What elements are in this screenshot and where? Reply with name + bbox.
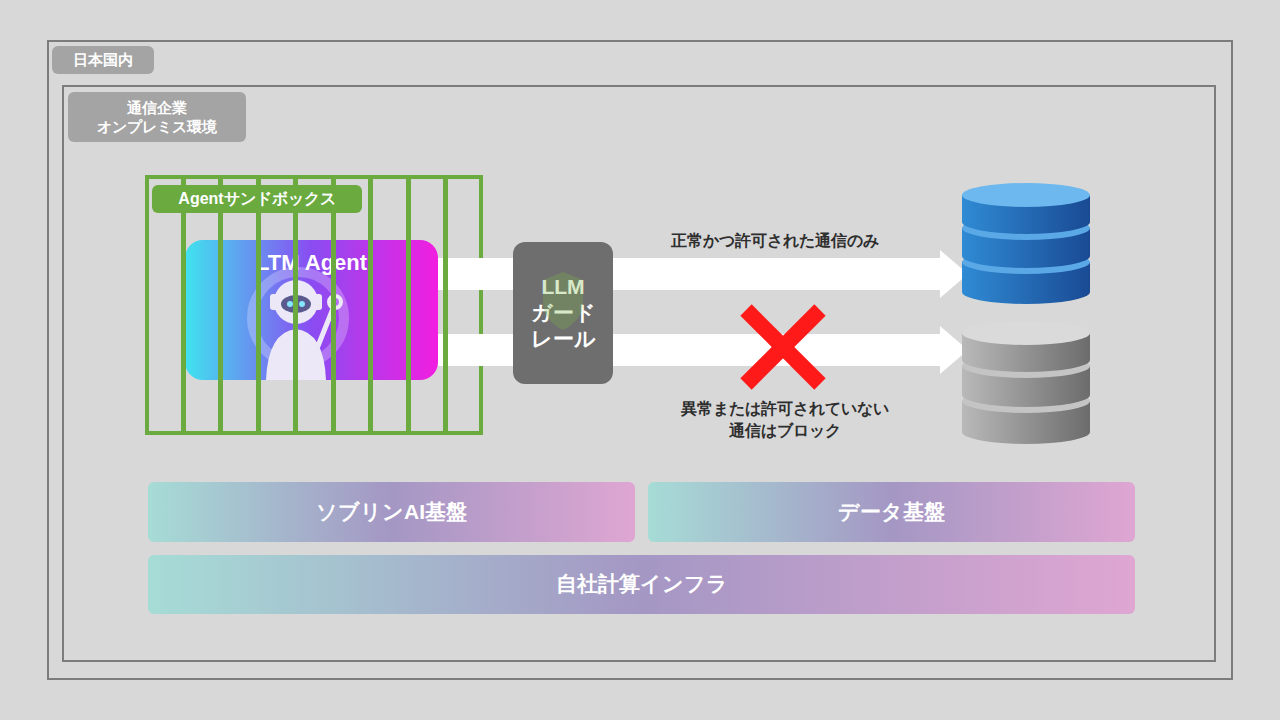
flow-note: 正常かつ許可された通信のみ — [620, 230, 930, 252]
database-top — [962, 250, 1090, 274]
database-segment — [962, 195, 1090, 234]
database-top — [962, 183, 1090, 207]
sandbox-frame: LTM Agent Agentサンドボックス — [145, 175, 483, 435]
block-mark — [746, 310, 820, 384]
region-frame: LTM Agent Agentサンドボックス LLM ガードレールソブリンAI基盤 デ… — [47, 40, 1233, 680]
database-top — [962, 321, 1090, 345]
agent-box: LTM Agent — [185, 240, 438, 380]
block-mark — [746, 310, 820, 384]
database-segment — [962, 366, 1090, 407]
environment-tab: 通信企業 オンプレミス環境 — [68, 92, 246, 142]
flow-connector — [438, 334, 513, 366]
platform-band: データ基盤 — [648, 482, 1135, 542]
database-segment — [962, 333, 1090, 372]
sandbox-tab: Agentサンドボックス — [152, 185, 362, 213]
band-label: データ基盤 — [838, 499, 945, 525]
band-label: ソブリンAI基盤 — [316, 499, 467, 525]
band-label: 自社計算インフラ — [556, 571, 728, 597]
database-top — [962, 216, 1090, 240]
cage-bar — [443, 175, 448, 435]
guardrail-box: LLM ガードレール — [513, 242, 613, 384]
flow-arrow-head — [940, 326, 968, 374]
agent-label: LTM Agent — [185, 250, 438, 276]
database-segment — [962, 262, 1090, 304]
flow-arrow-shaft — [613, 334, 943, 366]
database-segment — [962, 401, 1090, 444]
flow-arrow-head — [940, 250, 968, 298]
infrastructure-band: 自社計算インフラ — [148, 555, 1135, 614]
guardrail-label: LLM ガードレール — [530, 274, 596, 353]
region-tab: 日本国内 — [52, 46, 154, 74]
flow-arrow-shaft — [613, 258, 943, 290]
platform-band: ソブリンAI基盤 — [148, 482, 635, 542]
flow-connector — [438, 258, 513, 290]
database-segment — [962, 228, 1090, 268]
flow-note: 異常または許可されていない 通信はブロック — [660, 398, 910, 442]
database-top — [962, 354, 1090, 378]
environment-frame: LTM Agent Agentサンドボックス LLM ガードレールソブリンAI基盤 デ… — [62, 85, 1216, 662]
database-top — [962, 389, 1090, 413]
